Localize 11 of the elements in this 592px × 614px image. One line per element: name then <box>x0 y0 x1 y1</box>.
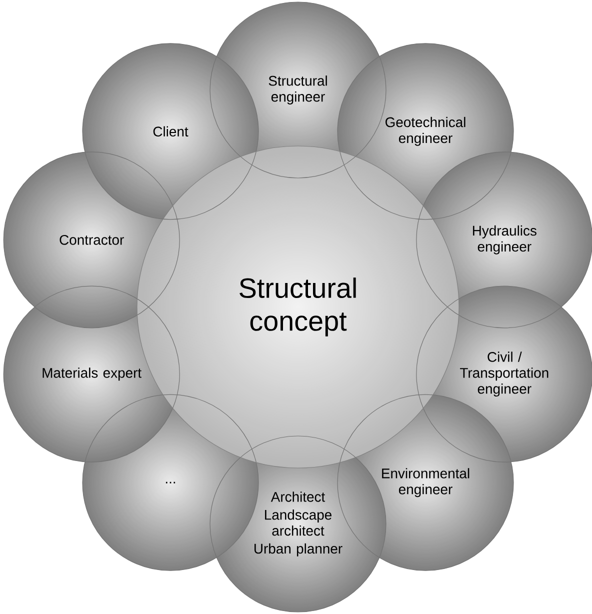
role-label: Structural engineer <box>268 76 327 104</box>
role-label: Environmental engineer <box>382 468 470 498</box>
role-label: Architect Landscape architect Urban planner <box>254 492 342 556</box>
role-label: Civil / Transportation engineer <box>460 352 548 397</box>
role-label: Hydraulics engineer <box>473 225 536 254</box>
role-label: Contractor <box>60 234 124 245</box>
role-label: Materials expert <box>42 368 142 381</box>
concept-label: Structural concept <box>240 278 356 336</box>
role-label: ... <box>166 482 176 484</box>
role-label: Client <box>153 126 188 137</box>
role-label: Geotechnical engineer <box>386 116 466 146</box>
